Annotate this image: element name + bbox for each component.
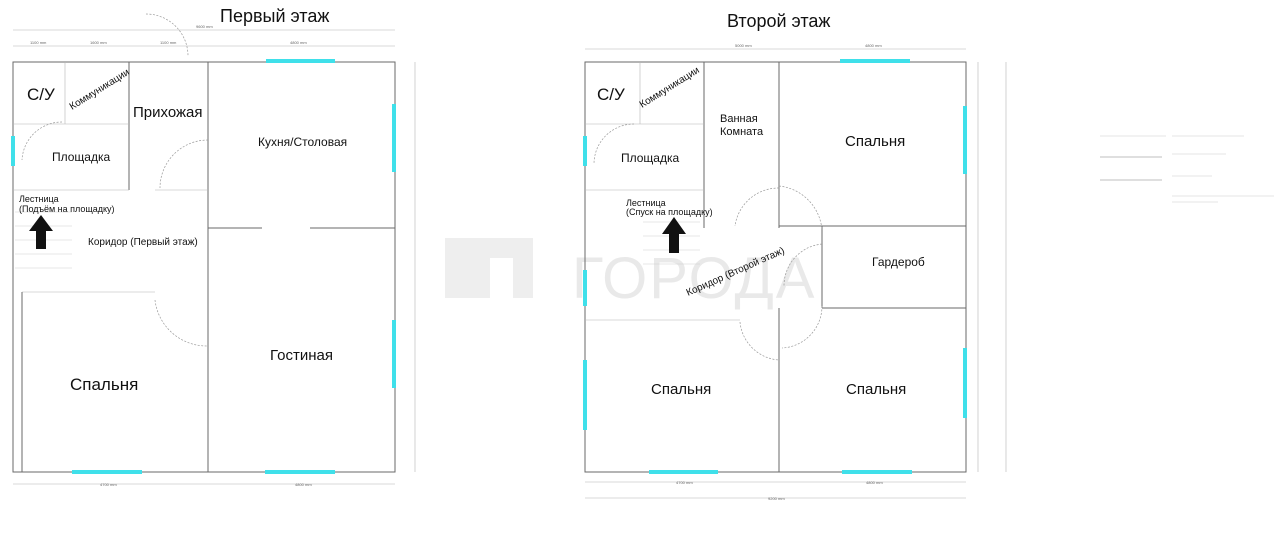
floor1-kitchen-label: Кухня/Столовая: [258, 135, 347, 149]
legend: [1100, 135, 1274, 203]
floor2-su-label: С/У: [597, 85, 625, 104]
floor1-title: Первый этаж: [220, 6, 329, 26]
watermark-text: ГОРОДА: [572, 246, 816, 311]
svg-text:1100 mm: 1100 mm: [160, 40, 177, 45]
stairs-up-arrow-icon: [29, 215, 53, 249]
floor1-communications-label: Коммуникации: [68, 67, 132, 113]
floor2-bath-sublabel: Комната: [720, 126, 764, 138]
svg-text:4800 mm: 4800 mm: [866, 480, 883, 485]
svg-text:4800 mm: 4800 mm: [290, 40, 307, 45]
floor2-bedroom-left-label: Спальня: [651, 381, 711, 398]
svg-text:4700 mm: 4700 mm: [100, 482, 117, 487]
floor1-plan: Первый этаж 9600 mm 1100 mm 1600 mm 1100…: [11, 6, 416, 487]
svg-text:5000 mm: 5000 mm: [735, 43, 752, 48]
floor2-bedroom-right-label: Спальня: [846, 381, 906, 398]
floor1-corridor-label: Коридор (Первый этаж): [88, 237, 198, 248]
watermark-logo-icon: [445, 238, 533, 298]
floor2-stairs-sublabel: (Спуск на площадку): [626, 207, 713, 217]
floor2-bedroom-top-label: Спальня: [845, 133, 905, 150]
watermark: ГОРОДА: [445, 238, 816, 311]
floor1-stairs-sublabel: (Подъём на площадку): [19, 204, 115, 214]
svg-text:1100 mm: 1100 mm: [30, 40, 47, 45]
floor1-hallway-label: Прихожая: [133, 104, 203, 121]
floor1-bedroom-label: Спальня: [70, 375, 138, 394]
svg-text:1600 mm: 1600 mm: [90, 40, 107, 45]
floor2-stairs-label: Лестница: [626, 198, 666, 208]
floor2-wardrobe-label: Гардероб: [872, 255, 925, 269]
svg-text:9200 mm: 9200 mm: [768, 496, 785, 501]
svg-text:9600 mm: 9600 mm: [196, 24, 213, 29]
floor1-living-label: Гостиная: [270, 347, 333, 364]
floor1-stairs-label: Лестница: [19, 194, 59, 204]
svg-text:4800 mm: 4800 mm: [865, 43, 882, 48]
floor2-landing-label: Площадка: [621, 151, 679, 165]
stairs-down-arrow-icon: [662, 217, 686, 253]
floor1-landing-label: Площадка: [52, 150, 110, 164]
floor1-su-label: С/У: [27, 85, 55, 104]
floor2-bath-label: Ванная: [720, 113, 758, 125]
floor2-title: Второй этаж: [727, 11, 830, 31]
svg-text:4800 mm: 4800 mm: [295, 482, 312, 487]
floor2-communications-label: Коммуникации: [638, 65, 702, 111]
svg-text:4700 mm: 4700 mm: [676, 480, 693, 485]
